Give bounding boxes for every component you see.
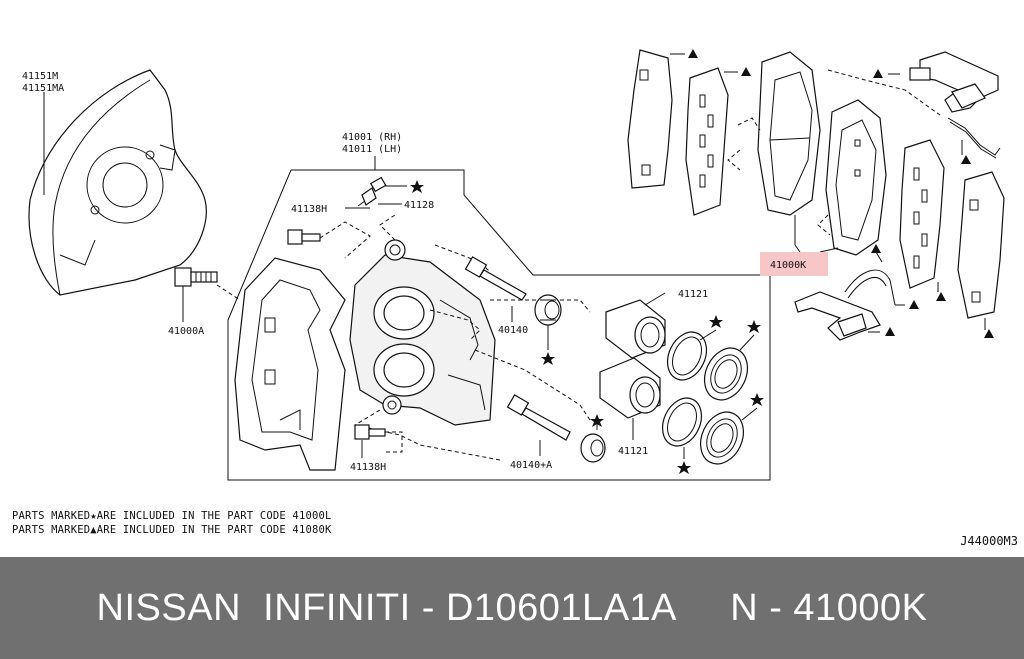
dash-pad-outer-b (727, 149, 741, 171)
dash-pin-top (434, 244, 491, 273)
triangle-marker-icon (741, 67, 751, 76)
footer-text: NISSAN INFINITI - D10601LA1A N - 41000K (96, 586, 928, 629)
diagram-canvas: 41151M 41151MA 41001 (RH) 41011 (LH) 411… (22, 49, 1005, 481)
leader-pad-kit (794, 215, 801, 253)
star-marker-icon (410, 180, 424, 193)
note-star-parts: PARTS MARKED★ARE INCLUDED IN THE PART CO… (12, 510, 332, 522)
piston-seal-top[interactable] (660, 326, 714, 387)
label-41121-top[interactable]: 41121 (678, 289, 708, 300)
label-41138h-top[interactable]: 41138H (291, 204, 327, 215)
piston-top[interactable] (605, 299, 666, 359)
pad-retainer-clip-bottom[interactable] (794, 269, 896, 341)
pad-kit-highlight (760, 252, 828, 276)
label-41128[interactable]: 41128 (404, 200, 434, 211)
dash-pad-outer (737, 117, 761, 131)
triangle-marker-icon (936, 292, 946, 301)
diagram-code: J44000M3 (960, 534, 1018, 548)
bleeder-screw[interactable] (357, 176, 387, 207)
dust-shield[interactable] (28, 69, 207, 296)
pad-shim-right-outer[interactable] (957, 171, 1005, 319)
brake-pad-inner[interactable] (825, 99, 887, 256)
dash-bleeder (379, 214, 396, 241)
pad-retainer-clip-top[interactable] (909, 51, 999, 113)
triangle-marker-icon (688, 49, 698, 58)
dash-bolt-bottom (385, 431, 403, 453)
caliper-body[interactable] (349, 239, 496, 426)
piston-seal-bottom[interactable] (655, 392, 709, 453)
pad-wear-spring[interactable] (947, 117, 1001, 159)
pin-boot-bottom[interactable] (580, 433, 606, 463)
pad-outer-shim[interactable] (627, 49, 673, 189)
piston-boot-bottom[interactable] (692, 405, 751, 471)
triangle-marker-icon (873, 69, 883, 78)
brake-pad-outer[interactable] (757, 51, 821, 216)
triangle-marker-icon (984, 329, 994, 338)
label-41151m[interactable]: 41151M (22, 71, 58, 82)
label-41138h-bottom[interactable]: 41138H (350, 462, 386, 473)
label-40140[interactable]: 40140 (498, 325, 528, 336)
footer-banner: NISSAN INFINITI - D10601LA1A N - 41000K (0, 557, 1024, 659)
star-marker-icon (677, 461, 691, 474)
pin-boot-top[interactable] (534, 294, 562, 326)
triangle-marker-icon (909, 300, 919, 309)
label-41000a[interactable]: 41000A (168, 326, 204, 337)
star-marker-icon (541, 352, 555, 365)
label-41121-bottom[interactable]: 41121 (618, 446, 648, 457)
leader-clip-bottom-c (875, 251, 883, 263)
leader-piston-top (644, 292, 666, 306)
dash-pad-inner (827, 69, 941, 116)
leader-seal-top (699, 329, 717, 341)
slide-pin-top[interactable] (464, 256, 527, 301)
label-41001[interactable]: 41001 (RH) (342, 132, 402, 143)
parts-diagram: 41151M 41151MA 41001 (RH) 41011 (LH) 411… (22, 49, 1005, 481)
star-marker-icon (709, 315, 723, 328)
piston-bottom[interactable] (599, 357, 661, 419)
pad-shim-right-inner[interactable] (899, 139, 945, 289)
dash-piston-b (474, 349, 591, 421)
label-41151ma[interactable]: 41151MA (22, 83, 64, 94)
leader-pad-kit-b (819, 247, 839, 253)
star-marker-icon (590, 414, 604, 427)
triangle-marker-icon (961, 155, 971, 164)
leader-boot-bottom2 (741, 407, 758, 421)
label-41011[interactable]: 41011 (LH) (342, 144, 402, 155)
star-marker-icon (750, 393, 764, 406)
caliper-bracket[interactable] (234, 257, 346, 471)
leader-boot-top2 (739, 334, 755, 351)
label-40140a[interactable]: 40140+A (510, 460, 552, 471)
dash-bolt-top (319, 221, 371, 259)
guide-bolt-bottom[interactable] (354, 424, 386, 440)
star-marker-icon (747, 320, 761, 333)
slide-pin-bottom[interactable] (506, 394, 571, 441)
dash-pad-inner-b (817, 214, 831, 236)
triangle-marker-icon (885, 327, 895, 336)
label-41000k[interactable]: 41000K (770, 260, 806, 271)
note-triangle-parts: PARTS MARKED▲ARE INCLUDED IN THE PART CO… (12, 524, 332, 536)
dash-mount-bolt (216, 284, 241, 301)
pad-inner-shim[interactable] (685, 67, 729, 216)
mounting-bolt[interactable] (174, 267, 218, 287)
triangle-marker-icon (871, 244, 881, 253)
guide-bolt-top[interactable] (287, 229, 321, 245)
piston-boot-top[interactable] (696, 341, 755, 407)
